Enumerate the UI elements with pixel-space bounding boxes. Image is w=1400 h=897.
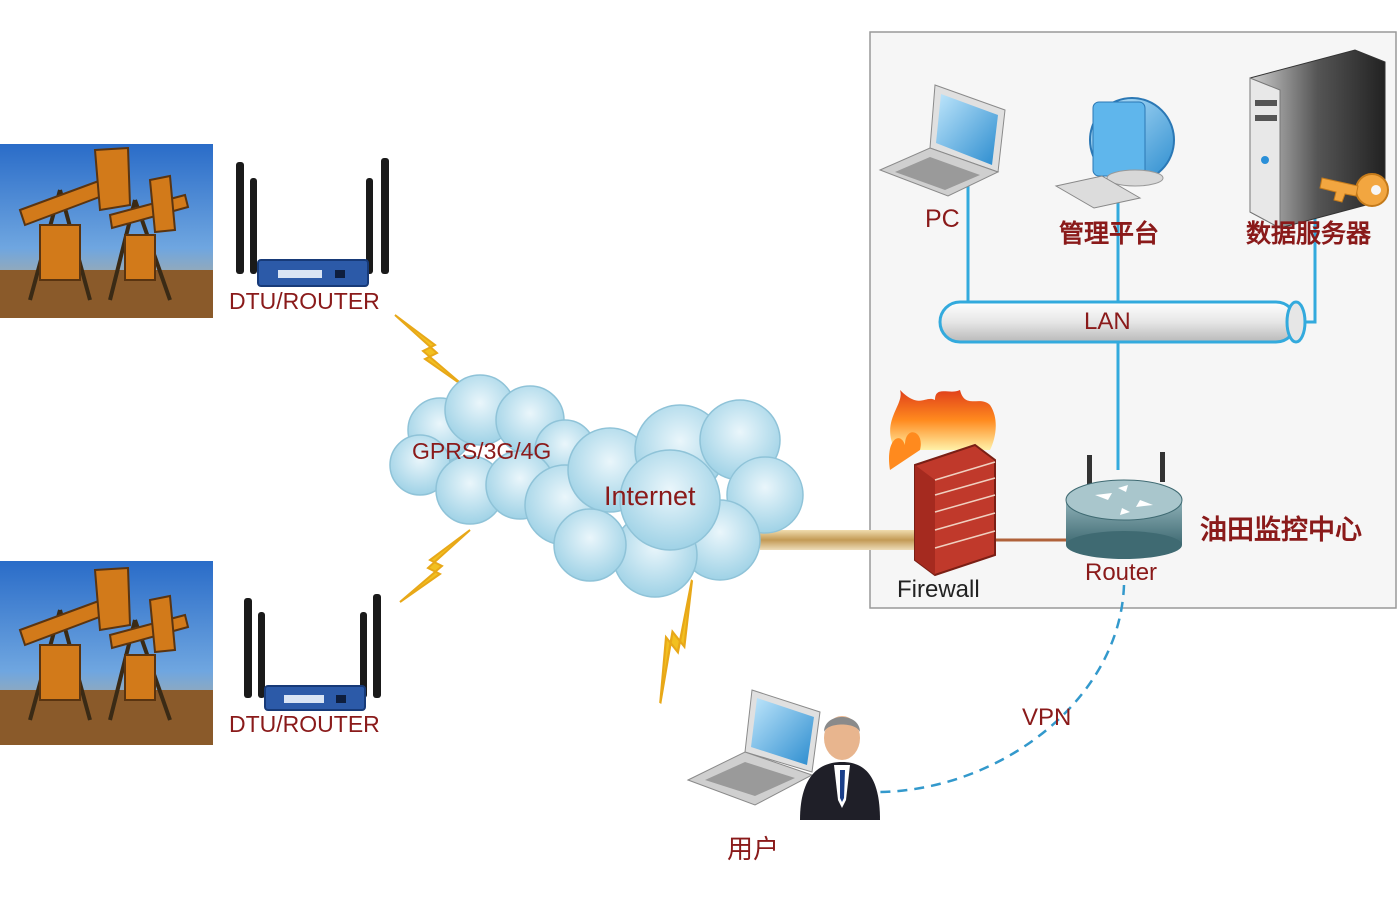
firewall-label: Firewall — [897, 576, 980, 603]
gprs-cloud-label: GPRS/3G/4G — [412, 438, 552, 464]
pc-label: PC — [925, 205, 960, 233]
laptop-icon — [878, 84, 1006, 197]
oil-field-photo-top — [0, 144, 213, 318]
router-label: Router — [1085, 559, 1158, 586]
dtu-router-top-device — [236, 158, 389, 287]
gprs-cloud-icon — [389, 374, 596, 525]
data-server-label: 数据服务器 — [1246, 219, 1372, 248]
oil-field-photo-bottom — [0, 561, 213, 745]
lightning-bolt-icon — [399, 529, 471, 603]
lightning-bolt-icon — [394, 314, 466, 388]
lan-bus-pipe — [938, 300, 1307, 344]
vpn-link — [879, 584, 1126, 794]
businessman-icon — [800, 716, 880, 820]
key-icon — [1319, 173, 1389, 207]
mgmt-platform-label: 管理平台 — [1059, 219, 1160, 248]
dtu-router-bottom-label: DTU/ROUTER — [229, 711, 380, 737]
vpn-label: VPN — [1022, 704, 1072, 731]
crt-computer-icon — [1054, 97, 1175, 209]
user-laptop-icon — [686, 689, 821, 806]
lightning-bolt-icon — [622, 578, 730, 705]
user-label: 用户 — [727, 835, 780, 865]
dtu-router-bottom-device — [244, 594, 381, 711]
firewall-icon — [888, 390, 996, 577]
internet-cloud-label: Internet — [604, 481, 696, 511]
lan-label: LAN — [1084, 308, 1131, 335]
router-icon — [1065, 452, 1183, 559]
wan-link — [760, 530, 925, 550]
server-tower-icon — [1249, 49, 1386, 229]
internet-cloud-icon — [524, 399, 804, 598]
dtu-router-top-label: DTU/ROUTER — [229, 288, 380, 314]
monitoring-center-label: 油田监控中心 — [1200, 515, 1362, 546]
